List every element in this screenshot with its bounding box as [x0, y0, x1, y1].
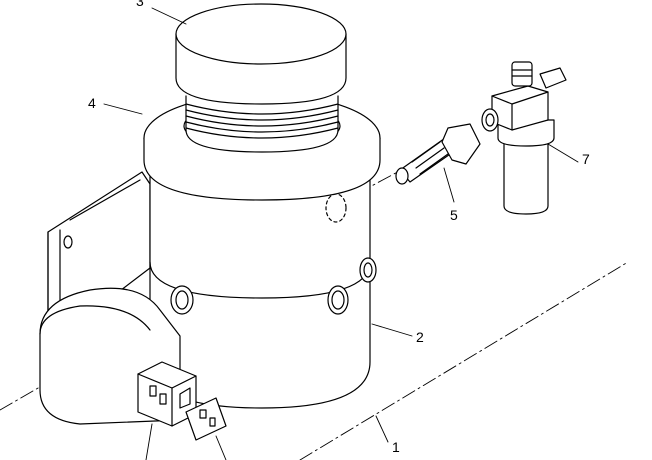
connector-plug — [137, 361, 197, 427]
callout-1: 1 — [392, 439, 400, 455]
threaded-neck — [185, 95, 339, 153]
plug-pin — [149, 385, 157, 397]
top-cap — [175, 3, 347, 105]
switch-nipple — [511, 61, 533, 87]
bracket-hole — [63, 235, 73, 249]
callout-7: 7 — [582, 151, 590, 167]
callout-2: 2 — [416, 329, 424, 345]
housing-body — [149, 159, 377, 409]
callout-5: 5 — [450, 207, 458, 223]
leader-lines — [103, 7, 579, 460]
front-port — [327, 285, 349, 315]
switch-terminal — [539, 67, 567, 89]
hose-fitting — [395, 123, 481, 185]
gasket-hole — [199, 409, 207, 419]
connector-gasket — [185, 397, 227, 441]
gasket-hole — [209, 417, 216, 427]
pressure-switch — [481, 61, 567, 215]
callout-4: 4 — [88, 95, 96, 111]
callout-3: 3 — [136, 0, 144, 9]
switch-port — [481, 108, 499, 132]
axis-line-base — [299, 261, 629, 460]
side-port — [170, 285, 194, 315]
right-fitting — [359, 257, 377, 283]
plug-pin — [159, 393, 167, 405]
